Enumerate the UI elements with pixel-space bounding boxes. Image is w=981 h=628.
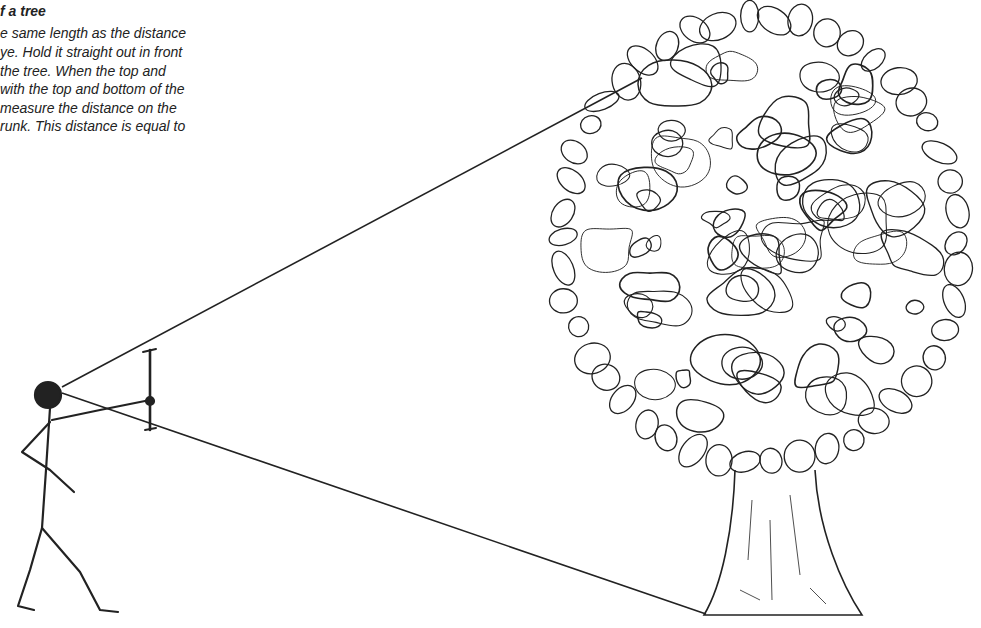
instruction-line: with the top and bottom of the xyxy=(0,80,184,98)
instruction-line: e same length as the distance xyxy=(0,24,186,42)
tree-canopy xyxy=(546,0,975,476)
instruction-line: ye. Hold it straight out in front xyxy=(0,43,182,61)
stick-figure xyxy=(18,349,156,612)
tree-trunk xyxy=(704,470,862,615)
instruction-line: the tree. When the top and xyxy=(0,62,166,80)
instruction-line: measure the distance on the xyxy=(0,99,177,117)
sight-line xyxy=(62,393,706,614)
instruction-line: runk. This distance is equal to xyxy=(0,117,185,135)
heading: f a tree xyxy=(0,2,46,20)
